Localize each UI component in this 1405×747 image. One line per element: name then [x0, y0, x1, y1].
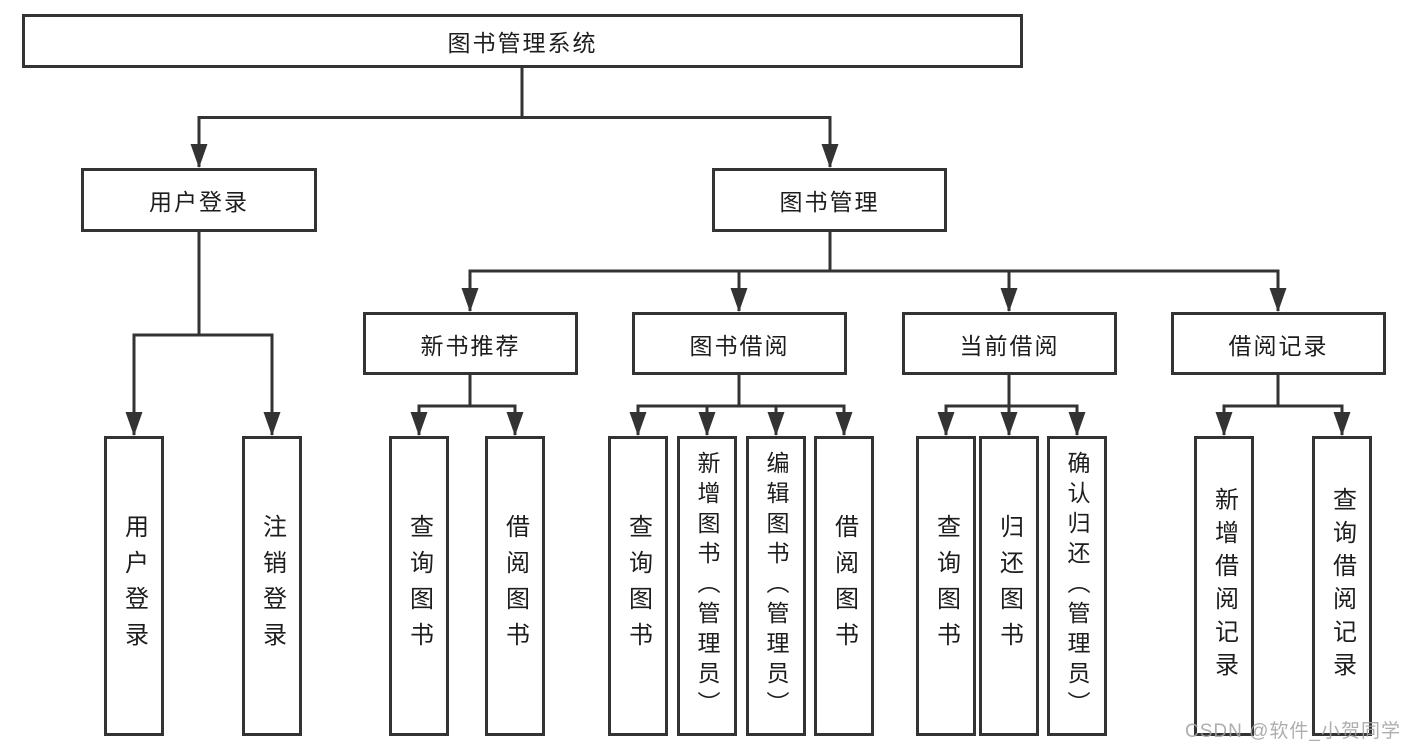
node-query-borrow-record: 查询借阅记录	[1312, 436, 1372, 736]
node-user-login-action: 用户登录	[104, 436, 164, 736]
node-query-books-current: 查询图书	[916, 436, 976, 736]
node-borrow-books-borrowing: 借阅图书	[814, 436, 874, 736]
node-book-borrowing-label: 图书借阅	[689, 332, 790, 359]
node-current-borrowing: 当前借阅	[902, 312, 1117, 375]
node-new-book-recommend: 新书推荐	[363, 312, 578, 375]
node-add-books-admin: 新增图书（管理员）	[677, 436, 737, 736]
node-user-login-label: 用户登录	[149, 189, 249, 215]
node-book-management-label: 图书管理	[779, 189, 880, 215]
node-book-borrowing: 图书借阅	[632, 312, 847, 375]
node-edit-books-admin: 编辑图书（管理员）	[746, 436, 806, 736]
node-query-books-borrowing: 查询图书	[608, 436, 668, 736]
node-book-management: 图书管理	[712, 168, 947, 232]
node-current-borrowing-label: 当前借阅	[959, 332, 1060, 359]
node-user-login: 用户登录	[81, 168, 317, 232]
csdn-watermark: CSDN @软件_小贺同学	[1185, 721, 1401, 742]
node-add-borrow-record: 新增借阅记录	[1194, 436, 1254, 736]
node-library-system-label: 图书管理系统	[447, 30, 598, 56]
node-library-system: 图书管理系统	[22, 14, 1023, 68]
node-logout: 注销登录	[242, 436, 302, 736]
node-confirm-return-admin: 确认归还（管理员）	[1047, 436, 1107, 736]
node-borrow-books-recommend: 借阅图书	[485, 436, 545, 736]
node-return-books: 归还图书	[979, 436, 1039, 736]
node-borrowing-records-label: 借阅记录	[1228, 332, 1329, 359]
node-new-book-recommend-label: 新书推荐	[420, 332, 521, 359]
node-borrowing-records: 借阅记录	[1171, 312, 1386, 375]
node-query-books-recommend: 查询图书	[389, 436, 449, 736]
